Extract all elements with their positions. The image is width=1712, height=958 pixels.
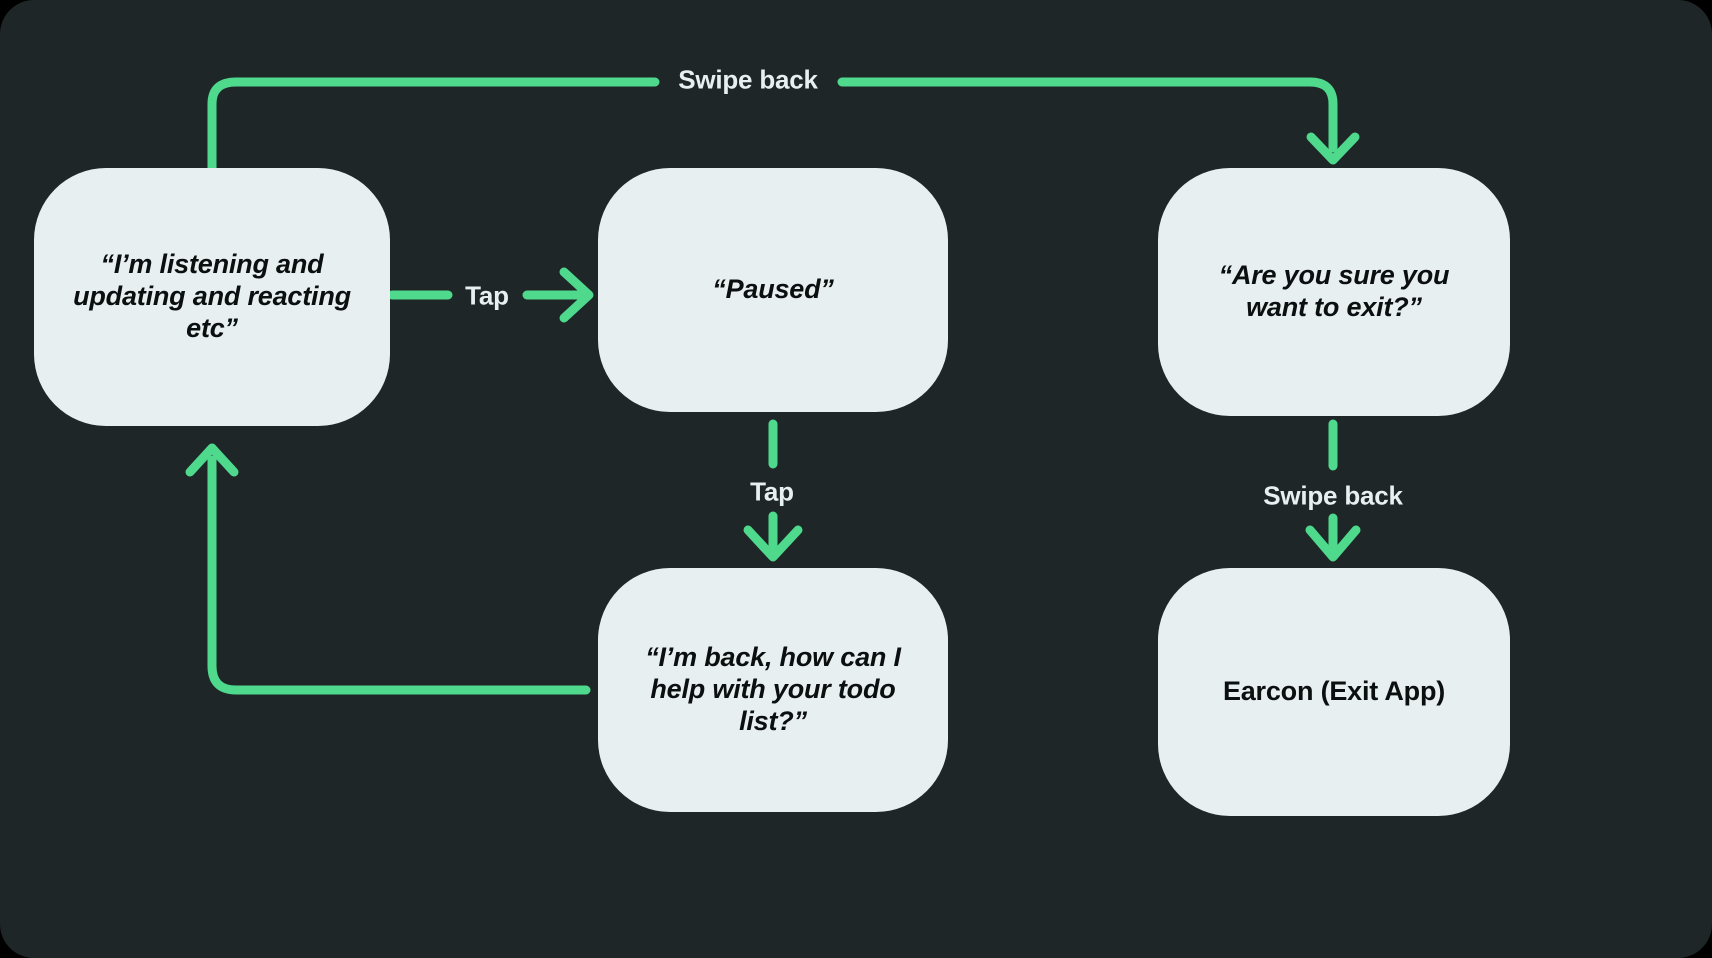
edge-label-swipe-back-right: Swipe back bbox=[1263, 480, 1403, 511]
node-paused[interactable]: “Paused” bbox=[598, 168, 948, 412]
node-back[interactable]: “I’m back, how can I help with your todo… bbox=[598, 568, 948, 812]
node-listening[interactable]: “I’m listening and updating and reacting… bbox=[34, 168, 390, 426]
node-listening-label: “I’m listening and updating and reacting… bbox=[73, 249, 351, 343]
edge-label-swipe-back-top: Swipe back bbox=[678, 64, 818, 95]
node-confirm[interactable]: “Are you sure you want to exit?” bbox=[1158, 168, 1510, 416]
node-back-label: “I’m back, how can I help with your todo… bbox=[645, 642, 901, 736]
node-paused-label: “Paused” bbox=[712, 274, 834, 305]
node-earcon-label: Earcon (Exit App) bbox=[1222, 676, 1446, 707]
edge-back-to-listening bbox=[185, 443, 591, 695]
node-confirm-label: “Are you sure you want to exit?” bbox=[1218, 260, 1450, 322]
node-earcon[interactable]: Earcon (Exit App) bbox=[1158, 568, 1510, 816]
edge-label-tap-right: Tap bbox=[465, 280, 509, 311]
edge-label-tap-down: Tap bbox=[750, 476, 794, 507]
